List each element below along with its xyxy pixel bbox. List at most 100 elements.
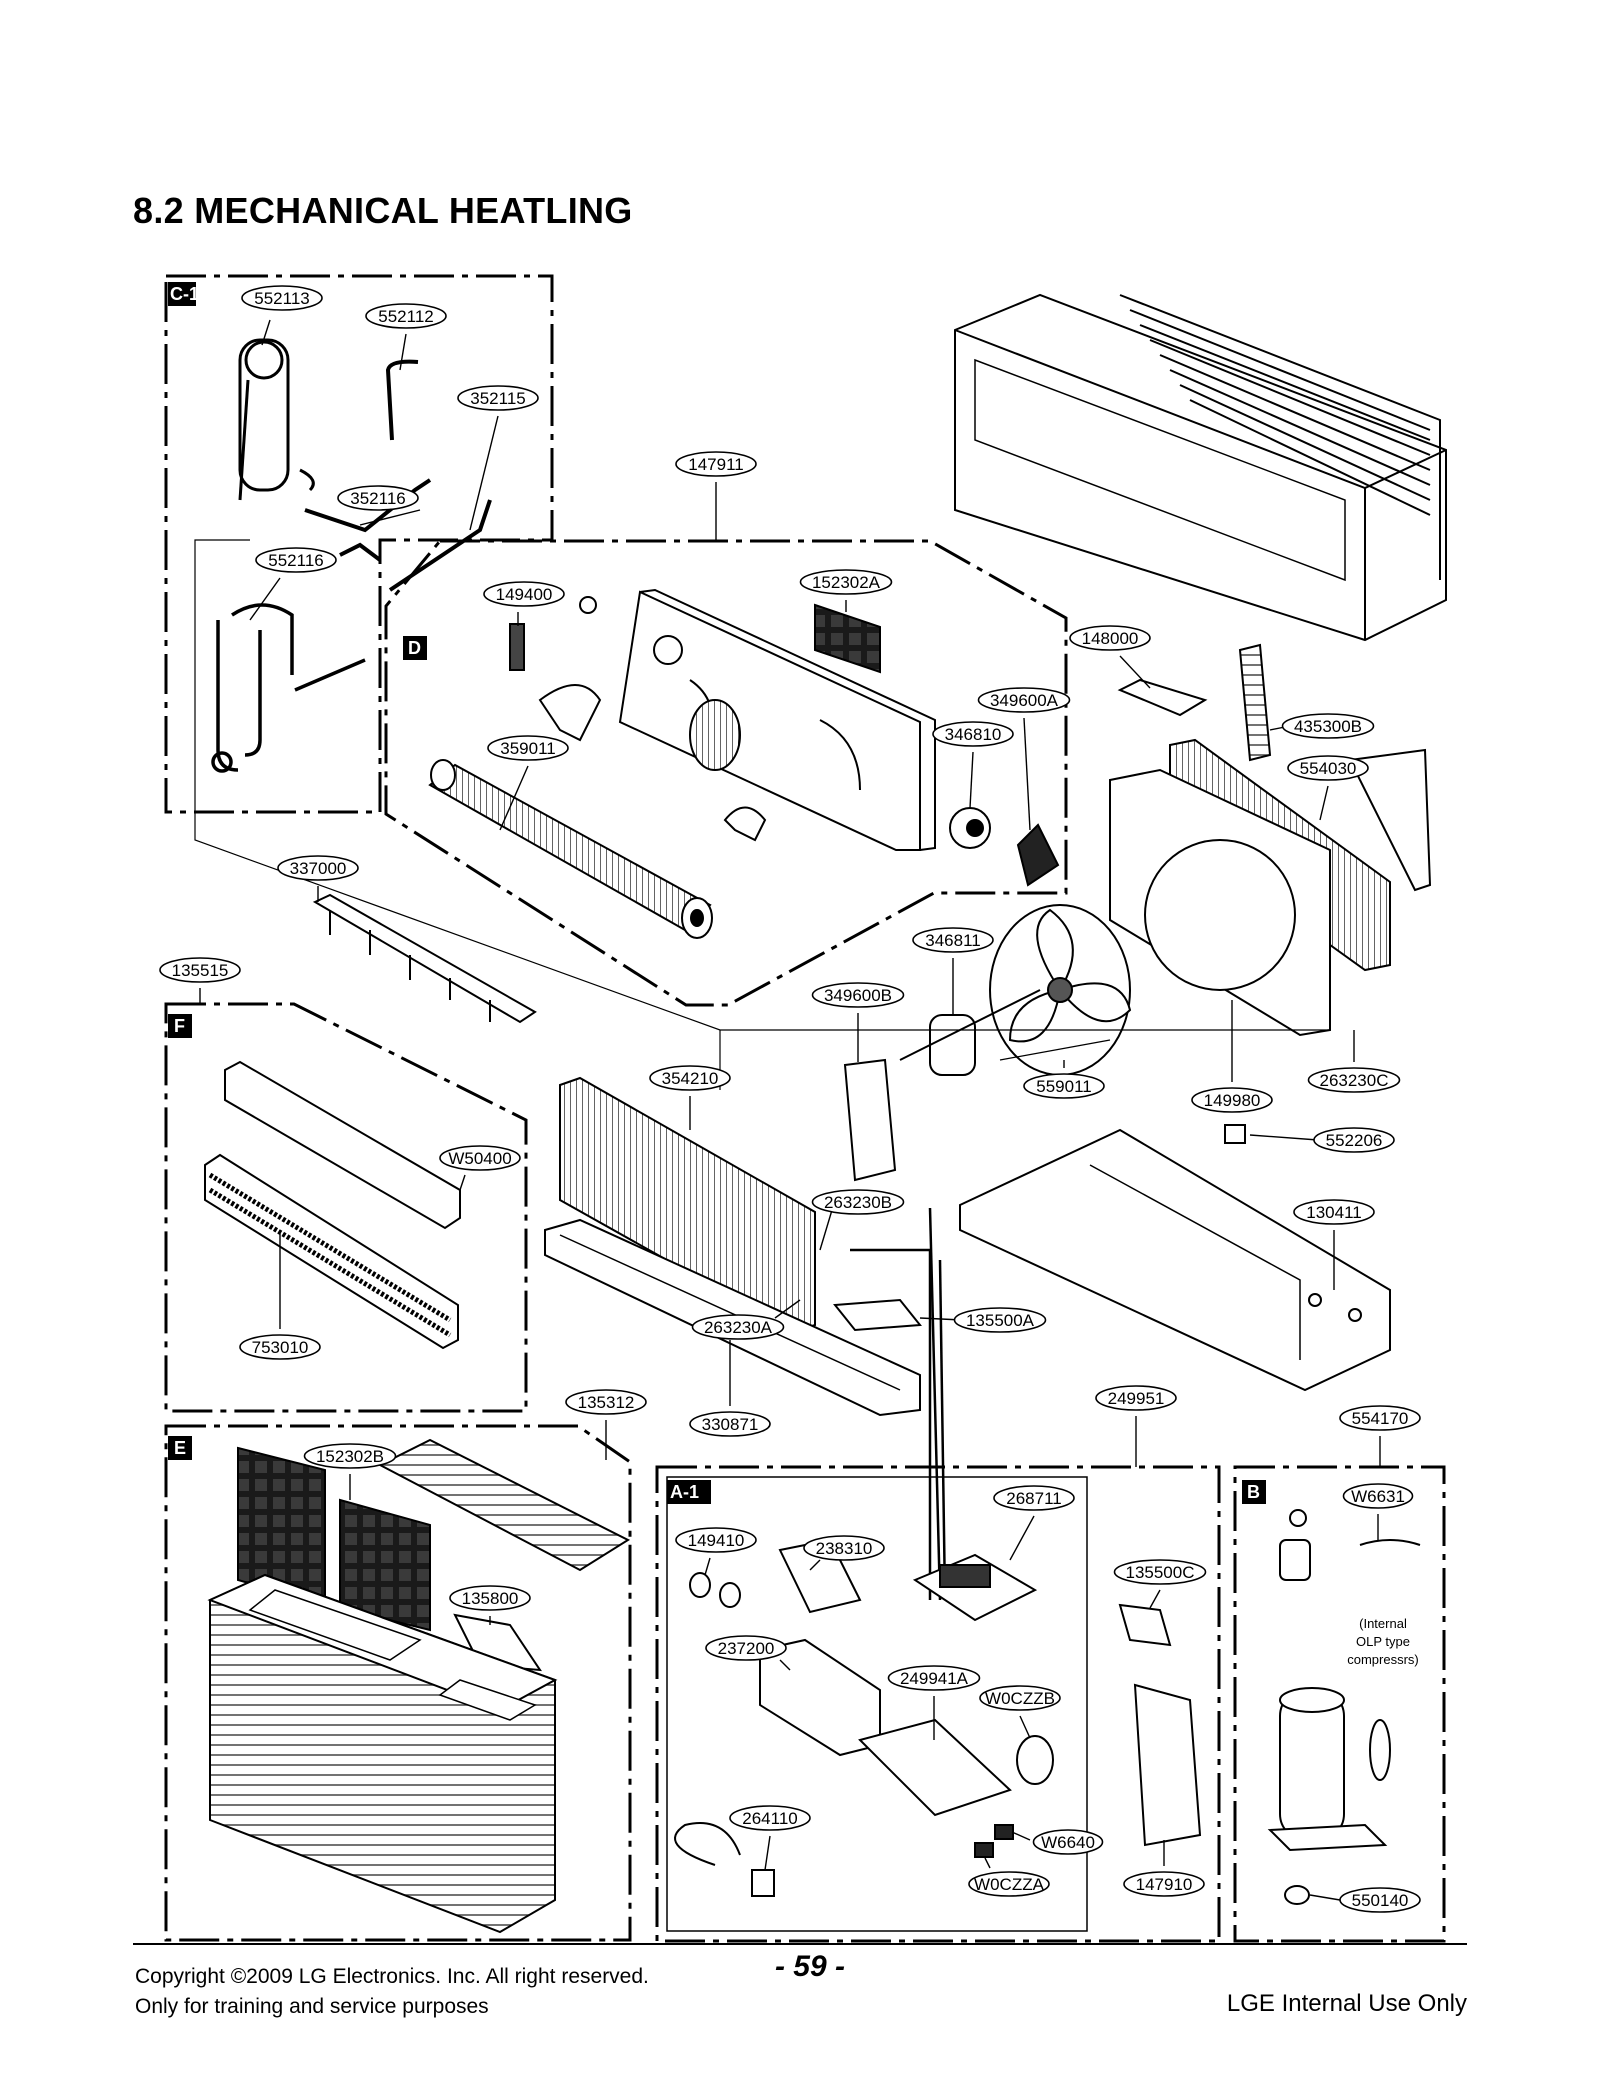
section-label-d: D [408, 638, 421, 658]
section-frame-d [384, 539, 1068, 1007]
capacitor-w0czzb [1016, 1735, 1054, 1785]
olp-note-line-1: (Internal [1359, 1616, 1407, 1631]
bearing-mount [538, 684, 767, 842]
leader-line [1319, 785, 1329, 821]
section-label-c1: C-1 [170, 284, 199, 304]
callout-bubble [255, 547, 337, 573]
callout-bubble [449, 1585, 531, 1611]
callout-bubble [487, 735, 569, 761]
grommet [579, 596, 597, 614]
callout-bubble [1313, 1127, 1395, 1153]
callout-bubble [565, 1389, 647, 1415]
terminal-w0czza [974, 1842, 994, 1858]
callout-bubble [1307, 1067, 1401, 1093]
part-number-label: 249941A [900, 1669, 969, 1688]
callout-bubble [968, 1871, 1050, 1897]
leader-line [1119, 655, 1151, 689]
leader-line [764, 1835, 771, 1871]
callout-bubble [457, 385, 539, 411]
footer-copyright: Copyright ©2009 LG Electronics. Inc. All… [135, 1962, 649, 2022]
part-number-label: 330871 [702, 1415, 759, 1434]
callout-bubble [953, 1307, 1047, 1333]
part-number-label: 147910 [1136, 1875, 1193, 1894]
callout-bubble [675, 1527, 757, 1553]
callout-bubble [1342, 1483, 1414, 1509]
pcb-268711 [912, 1553, 1038, 1622]
olp-w6631 [1279, 1509, 1421, 1581]
callout-bubble [159, 957, 241, 983]
leader-line [1149, 1589, 1161, 1609]
callout-330871: 330871 [689, 1340, 771, 1437]
callout-bubble [799, 569, 893, 595]
part-number-label: 135515 [172, 961, 229, 980]
callout-130411: 130411 [1293, 1199, 1375, 1290]
section-frame-e [164, 1424, 632, 1942]
callout-135515: 135515 [159, 957, 241, 1004]
callout-bubble [675, 451, 757, 477]
part-number-label: 264110 [742, 1809, 797, 1828]
bracket-148000 [1117, 678, 1208, 717]
part-number-label: 559011 [1036, 1077, 1091, 1096]
callout-552112: 552112 [365, 303, 447, 371]
fan-559011 [989, 904, 1132, 1076]
part-number-label: 552113 [254, 289, 309, 308]
callout-w0czza: W0CZZA [968, 1857, 1050, 1897]
leader-line [779, 1659, 791, 1671]
filter-152302a [814, 603, 881, 674]
callout-w0czzb: W0CZZB [979, 1685, 1061, 1739]
callout-554170: 554170 [1339, 1405, 1421, 1467]
part-number-label: 352115 [470, 389, 525, 408]
callout-bubble [993, 1485, 1075, 1511]
part-number-label: 135500A [966, 1311, 1035, 1330]
callout-w6640: W6640 [1011, 1829, 1104, 1855]
part-number-label: 135500C [1125, 1563, 1194, 1582]
callout-552206: 552206 [1249, 1127, 1395, 1153]
callout-149400: 149400 [483, 581, 565, 626]
callout-753010: 753010 [239, 1230, 321, 1360]
callout-bubble [979, 1685, 1061, 1711]
heater-element-753010 [204, 1153, 459, 1350]
leader-line [704, 1557, 711, 1576]
leader-line [1023, 717, 1031, 831]
callout-bubble [1191, 1087, 1273, 1113]
section-labels: C-1 D F E A-1 B [168, 282, 1266, 1504]
part-number-label: 135800 [462, 1589, 519, 1608]
part-number-label: 554170 [1352, 1409, 1409, 1428]
part-number-label: 147911 [688, 455, 743, 474]
part-number-label: 148000 [1082, 629, 1139, 648]
part-number-label: 550140 [1352, 1891, 1409, 1910]
section-label-e: E [174, 1438, 186, 1458]
page-title: 8.2 MECHANICAL HEATLING [133, 190, 633, 231]
part-illustrations [194, 293, 1447, 1934]
callout-bubble [932, 721, 1014, 747]
callout-bubble [303, 1443, 397, 1469]
footer-rule [133, 1943, 1467, 1945]
olp-note-line-3: compressrs) [1347, 1652, 1419, 1667]
callout-346810: 346810 [932, 721, 1014, 809]
rear-grille [1119, 294, 1441, 580]
callout-148000: 148000 [1069, 625, 1151, 689]
callout-149410: 149410 [675, 1527, 757, 1576]
part-number-label: 149400 [496, 585, 553, 604]
evaporator-coil-354210 [559, 1076, 816, 1334]
callout-bubble [811, 1189, 905, 1215]
callout-249951: 249951 [1095, 1385, 1177, 1467]
part-number-label: 346810 [945, 725, 1002, 744]
callout-layer: 5521135521123521153521165521161479111494… [159, 285, 1421, 1913]
leader-line [774, 1299, 801, 1319]
callout-552116: 552116 [249, 547, 337, 621]
relay-552206 [1224, 1124, 1246, 1144]
callout-550140: 550140 [1309, 1887, 1421, 1913]
leader-line [1309, 1894, 1341, 1901]
callout-135312: 135312 [565, 1389, 647, 1460]
callout-w6631: W6631 [1342, 1483, 1414, 1540]
callout-263230b: 263230B [811, 1189, 905, 1251]
insulation-135500a [833, 1298, 922, 1332]
callout-249941a: 249941A [887, 1665, 981, 1740]
part-number-label: 237200 [718, 1639, 775, 1658]
leader-line [399, 333, 407, 371]
callout-147911: 147911 [675, 451, 757, 540]
olp-note: (Internal OLP type compressrs) [1347, 1616, 1419, 1667]
part-number-label: 337000 [290, 859, 347, 878]
callout-268711: 268711 [993, 1485, 1075, 1561]
